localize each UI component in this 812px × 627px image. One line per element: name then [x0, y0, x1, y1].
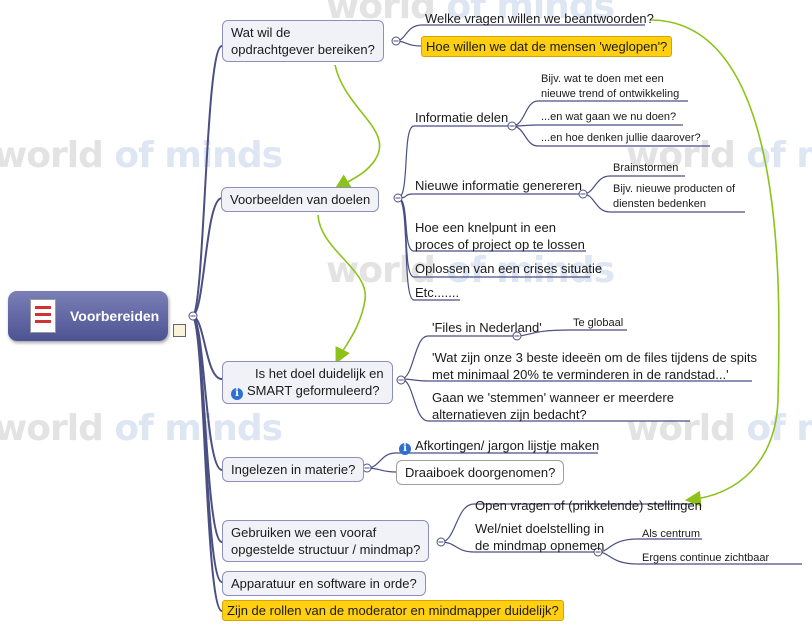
node-wat-nu[interactable]: ...en wat gaan we nu doen?	[541, 111, 677, 123]
node-stemmen[interactable]: Gaan we 'stemmen' wanneer er meerdere al…	[432, 390, 674, 422]
node-nieuwe-info[interactable]: Nieuwe informatie genereren	[415, 178, 582, 193]
node-draaiboek[interactable]: Draaiboek doorgenomen?	[396, 460, 565, 485]
watermark: world of minds	[326, 0, 615, 27]
watermark: world of minds	[0, 135, 283, 176]
node-ingelezen[interactable]: Ingelezen in materie?	[222, 457, 365, 482]
node-zichtbaar[interactable]: Ergens continue zichtbaar	[642, 552, 770, 564]
node-voorbeelden[interactable]: Voorbeelden van doelen	[221, 187, 380, 212]
info-icon[interactable]: i	[231, 388, 243, 400]
node-etc[interactable]: Etc.......	[415, 285, 460, 300]
node-informatie-delen[interactable]: Informatie delen	[415, 110, 509, 125]
node-trend[interactable]: Bijv. wat te doen met een nieuwe trend o…	[541, 73, 680, 100]
info-icon[interactable]: i	[399, 443, 411, 455]
node-crises[interactable]: Oplossen van een crises situatie	[415, 261, 603, 276]
node-ideeen[interactable]: 'Wat zijn onze 3 beste ideeën om de file…	[432, 350, 758, 382]
node-apparatuur[interactable]: Apparatuur en software in orde?	[222, 571, 426, 596]
node-knelpunt[interactable]: Hoe een knelpunt in een proces of projec…	[415, 220, 585, 252]
node-files[interactable]: 'Files in Nederland'	[432, 320, 542, 335]
node-structuur[interactable]: Gebruiken we een vooraf opgestelde struc…	[222, 520, 430, 562]
watermark: world of minds	[626, 135, 812, 176]
node-globaal[interactable]: Te globaal	[573, 317, 624, 329]
node-doelstelling[interactable]: Wel/niet doelstelling in de mindmap opne…	[475, 521, 605, 553]
node-opdrachtgever[interactable]: Wat wil de opdrachtgever bereiken?	[222, 20, 384, 62]
node-producten[interactable]: Bijv. nieuwe producten of diensten beden…	[613, 183, 736, 210]
root-label: Voorbereiden	[70, 308, 160, 324]
checklist-icon	[30, 299, 56, 333]
node-daarover[interactable]: ...en hoe denken jullie daarover?	[541, 132, 701, 144]
node-centrum[interactable]: Als centrum	[642, 528, 701, 540]
node-brainstormen[interactable]: Brainstormen	[613, 162, 679, 174]
watermark: world of minds	[626, 408, 812, 449]
note-icon[interactable]	[173, 324, 186, 337]
node-weglopen[interactable]: Hoe willen we dat de mensen 'weglopen'?	[421, 36, 673, 57]
watermark: world of minds	[0, 408, 283, 449]
node-open-vragen[interactable]: Open vragen of (prikkelende) stellingen	[475, 498, 702, 513]
root-node[interactable]: Voorbereiden	[8, 291, 168, 341]
watermark: world of minds	[326, 250, 615, 291]
node-vragen[interactable]: Welke vragen willen we beantwoorden?	[425, 11, 654, 26]
node-rollen[interactable]: Zijn de rollen van de moderator en mindm…	[222, 600, 564, 621]
